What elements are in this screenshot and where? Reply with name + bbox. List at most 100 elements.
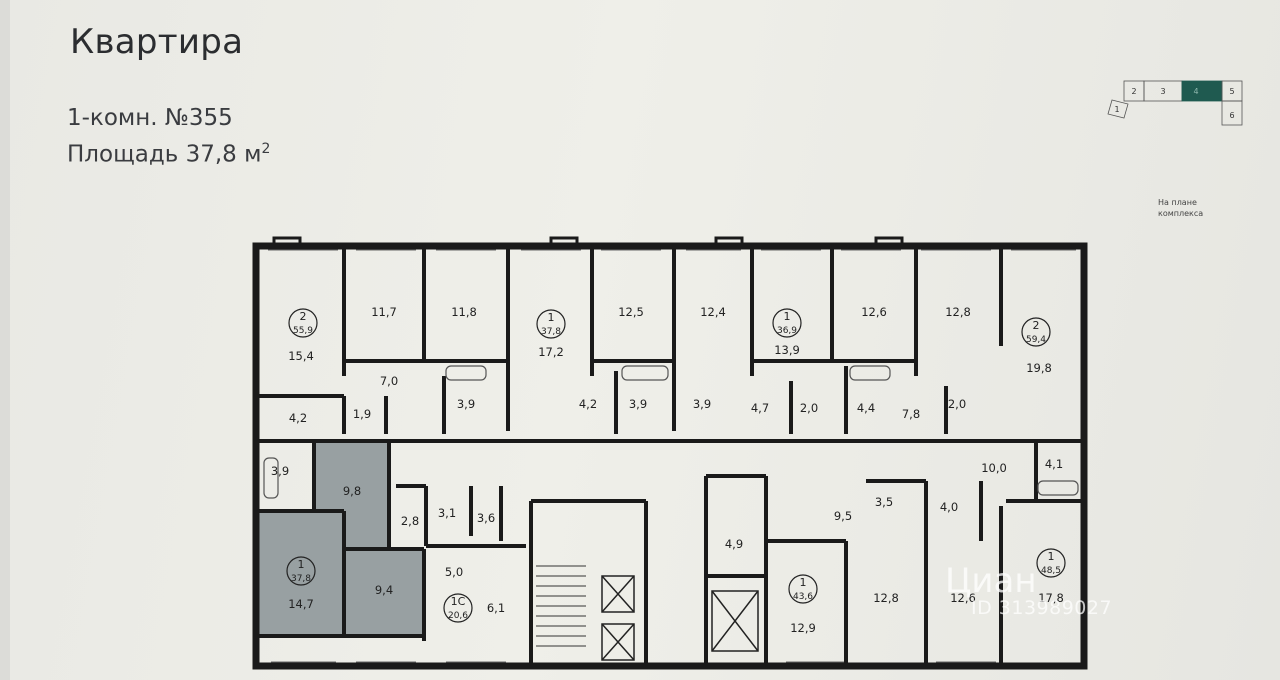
room-label: 10,0 [981, 461, 1007, 475]
badge-5-rooms: 1 [298, 558, 305, 571]
room-label: 9,4 [375, 583, 393, 597]
badge-7-area: 43,6 [793, 592, 813, 602]
balcony-4 [874, 236, 904, 248]
room-label: 12,5 [618, 305, 644, 319]
badge-1-circle [288, 308, 318, 338]
room-label: 14,7 [288, 597, 314, 611]
key-section-1 [1107, 99, 1129, 119]
balcony-3 [714, 236, 744, 248]
room-label: 4,0 [940, 500, 958, 514]
room-label: 7,8 [902, 407, 920, 421]
key-label-2: 2 [1131, 87, 1136, 96]
highlighted-apartment [259, 441, 424, 636]
badge-2-area: 37,8 [541, 327, 561, 337]
room-label: 7,0 [380, 374, 398, 388]
badge-3-circle [772, 308, 802, 338]
room-label: 19,8 [1026, 361, 1052, 375]
badge-1-rooms: 2 [300, 310, 307, 323]
badge-5-circle [286, 556, 316, 586]
room-label: 3,9 [629, 397, 647, 411]
key-section-4-box [1181, 80, 1223, 102]
watermark-logo: Циан [945, 561, 1037, 601]
room-label: 3,5 [875, 495, 893, 509]
floor-plan: 2 55,9 1 37,8 1 36,9 2 59,4 1 37,8 1C 20… [252, 236, 1088, 670]
room-label: 4,1 [1045, 457, 1063, 471]
room-label: 12,6 [950, 591, 976, 605]
room-label: 2,0 [948, 397, 966, 411]
badge-3-area: 36,9 [777, 326, 797, 336]
room-label: 15,4 [288, 349, 314, 363]
room-label: 12,8 [945, 305, 971, 319]
room-label: 3,6 [477, 511, 495, 525]
room-label: 1,9 [353, 407, 371, 421]
room-label: 3,9 [693, 397, 711, 411]
badge-2-circle [536, 309, 566, 339]
room-label: 9,5 [834, 509, 852, 523]
badge-3-rooms: 1 [784, 310, 791, 323]
badge-4-rooms: 2 [1033, 319, 1040, 332]
badge-1-area: 55,9 [293, 326, 313, 336]
balcony-2 [549, 236, 579, 248]
bathtub-1 [445, 365, 487, 381]
room-label: 12,6 [861, 305, 887, 319]
room-label: 4,2 [289, 411, 307, 425]
badge-6-rooms: 1C [451, 595, 466, 608]
badge-2-rooms: 1 [548, 311, 555, 324]
room-label: 4,4 [857, 401, 875, 415]
floor-plan-sheet: Квартира 1-комн. №355 Площадь 37,8 м2 1 … [10, 0, 1280, 680]
outer-wall [252, 242, 1088, 670]
badge-8-circle [1036, 548, 1066, 578]
key-label-1: 1 [1114, 105, 1119, 114]
room-label: 4,9 [725, 537, 743, 551]
elevator-1-x2 [601, 575, 635, 613]
badge-4-circle [1021, 317, 1051, 347]
key-label-6: 6 [1229, 111, 1234, 120]
highlight-kitchen [314, 441, 389, 551]
room-label: 4,7 [751, 401, 769, 415]
room-label: 2,0 [800, 401, 818, 415]
room-label: 9,8 [343, 484, 361, 498]
badge-8-rooms: 1 [1048, 550, 1055, 563]
elevator-3 [711, 590, 759, 652]
badge-5-area: 37,8 [291, 574, 311, 584]
room-label: 17,2 [538, 345, 564, 359]
area-unit-superscript: 2 [261, 141, 271, 157]
key-section-6 [1221, 100, 1243, 126]
elevator-1 [601, 575, 635, 613]
key-label-5: 5 [1229, 87, 1234, 96]
highlight-bedroom [344, 549, 424, 636]
room-label: 11,8 [451, 305, 477, 319]
balcony-1 [272, 236, 302, 248]
page-title: Квартира [70, 22, 244, 62]
key-plan-note: На плане комплекса [1158, 198, 1204, 218]
room-label: 3,1 [438, 506, 456, 520]
room-label: 3,9 [271, 464, 289, 478]
room-label: 12,9 [790, 621, 816, 635]
room-label: 13,9 [774, 343, 800, 357]
badge-7-rooms: 1 [800, 576, 807, 589]
badges [286, 308, 1066, 623]
elevator-2 [601, 623, 635, 661]
bathtub-2 [621, 365, 669, 381]
bathtub-5 [263, 457, 279, 499]
room-label: 17,8 [1038, 591, 1064, 605]
room-label: 11,7 [371, 305, 397, 319]
room-label: 4,2 [579, 397, 597, 411]
room-label: 3,9 [457, 397, 475, 411]
cian-watermark: Циан ID 313989027 [945, 555, 1165, 635]
badge-7-circle [788, 574, 818, 604]
area-text: Площадь 37,8 м [67, 141, 262, 168]
apartment-area: Площадь 37,8 м2 [67, 141, 270, 168]
bathtub-4 [1037, 480, 1079, 496]
badge-6-area: 20,6 [448, 611, 468, 621]
room-label: 5,0 [445, 565, 463, 579]
room-label: 6,1 [487, 601, 505, 615]
apartment-number: 1-комн. №355 [67, 105, 233, 131]
elevator-3-x2 [711, 590, 759, 652]
key-label-3: 3 [1160, 87, 1165, 96]
key-label-4: 4 [1193, 87, 1198, 96]
elevator-2-x2 [601, 623, 635, 661]
room-label: 12,4 [700, 305, 726, 319]
complex-key-plan: 1 2 3 4 5 6 [1107, 80, 1243, 126]
badge-4-area: 59,4 [1026, 335, 1046, 345]
